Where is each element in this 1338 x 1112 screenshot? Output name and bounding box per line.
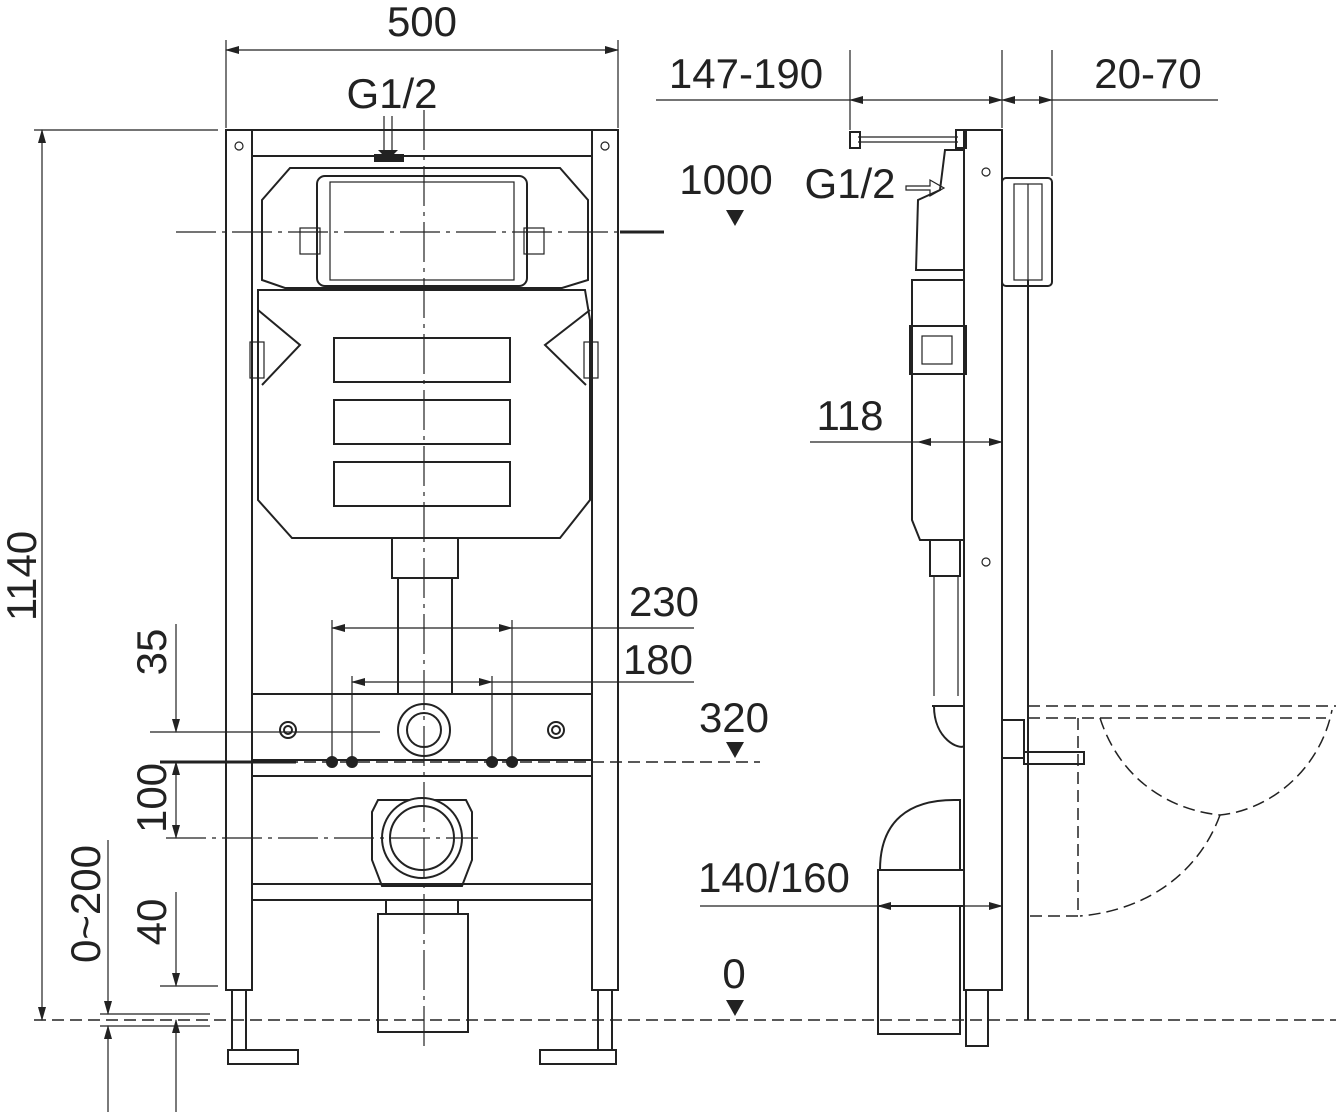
dim-35-label: 35 (128, 629, 175, 676)
stud-bolt (1023, 751, 1085, 765)
dim-500-label: 500 (387, 0, 457, 45)
toilet-bowl (1099, 709, 1333, 816)
mounting-plate (251, 693, 593, 761)
flush-pipe (391, 537, 459, 579)
dim-100-label: 100 (128, 763, 175, 833)
side-view (849, 129, 1336, 1047)
level-0-marker (726, 1000, 744, 1016)
level-0-label: 0 (722, 950, 745, 997)
flush-opening (316, 175, 528, 287)
flush-actuator-side (1001, 177, 1053, 287)
dim-140-160-label: 140/160 (698, 854, 850, 901)
level-1000-marker (726, 210, 744, 226)
dimension-lines (34, 40, 1218, 1112)
cistern-top (261, 167, 589, 289)
cistern-side (914, 149, 964, 271)
cistern-body (257, 289, 591, 539)
dim-20-70-label: 20-70 (1094, 50, 1201, 97)
left-frame-post (225, 129, 253, 991)
side-bracket (909, 325, 967, 375)
dim-0-200-label: 0~200 (62, 845, 109, 963)
level-320-marker (726, 742, 744, 758)
dim-1140-label: 1140 (0, 531, 45, 621)
left-foot (227, 1049, 299, 1065)
dim-180-label: 180 (623, 636, 693, 683)
dim-118-label: 118 (817, 392, 884, 439)
front-view (166, 110, 664, 1065)
dim-147-190-label: 147-190 (669, 50, 823, 97)
level-1000-label: 1000 (679, 156, 772, 203)
drain-pipe (377, 913, 469, 1033)
dim-40-label: 40 (128, 899, 175, 946)
cistern-panel-3 (333, 461, 511, 507)
side-drain-elbow (878, 799, 961, 871)
dim-230-label: 230 (629, 578, 699, 625)
cistern-panel-1 (333, 337, 511, 383)
level-320-label: 320 (699, 694, 769, 741)
side-inlet-label: G1/2 (804, 160, 895, 207)
dimension-labels: 500 G1/2 1140 1000 230 180 320 35 100 0~… (0, 0, 1202, 997)
right-foot (539, 1049, 617, 1065)
front-inlet-label: G1/2 (346, 70, 437, 117)
side-drain-pipe (877, 905, 961, 1035)
level-lines (34, 210, 1336, 1021)
cistern-panel-2 (333, 399, 511, 445)
right-frame-post (591, 129, 619, 991)
